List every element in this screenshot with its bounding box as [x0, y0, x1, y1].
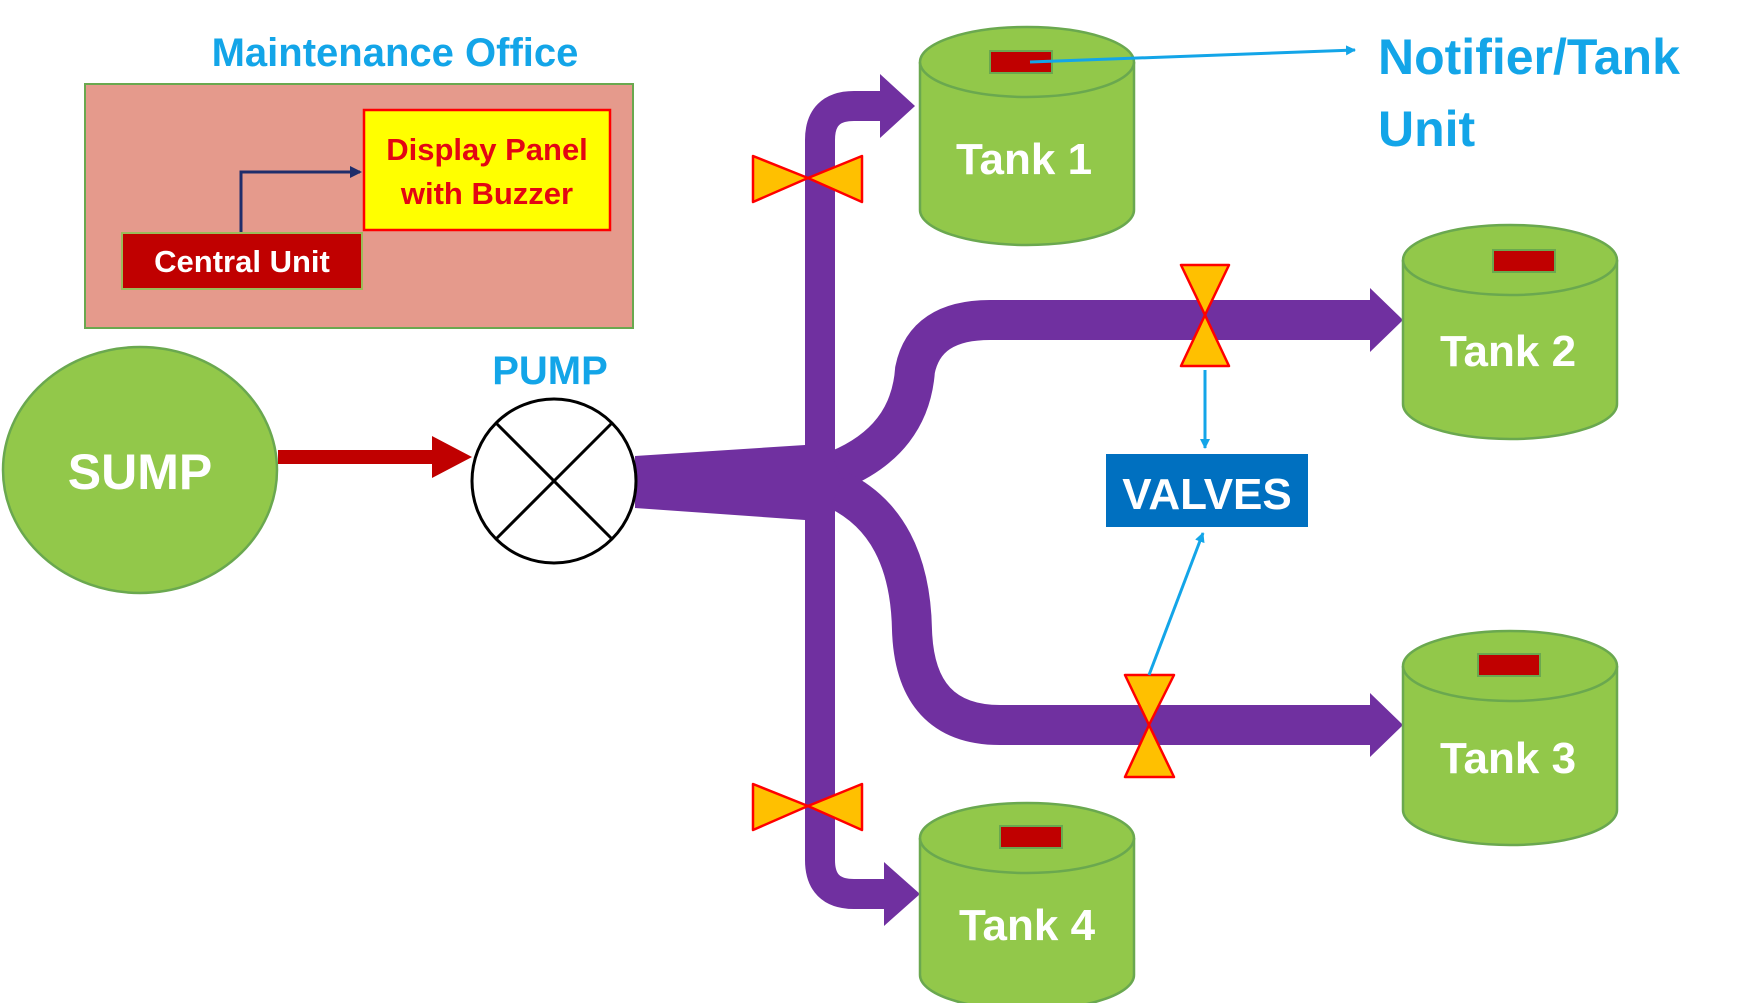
central-to-display-connector	[239, 166, 362, 233]
pipe-arrow-tank-1	[880, 74, 915, 138]
sump: SUMP	[1, 345, 279, 595]
tank-2-sensor	[1492, 249, 1556, 273]
notifier-connector	[1029, 45, 1356, 64]
valve-tank-2	[1179, 263, 1231, 368]
notifier-line1: Notifier/Tank	[1378, 29, 1680, 85]
notifier-callout: Notifier/Tank Unit	[1029, 29, 1680, 157]
display-panel-box	[362, 108, 612, 232]
tank-2: Tank 2	[1401, 223, 1619, 441]
display-panel-line2: with Buzzer	[400, 176, 573, 211]
pipe-network	[635, 74, 1403, 926]
tank-4-sensor	[999, 825, 1063, 849]
valve-tank-4	[751, 782, 864, 832]
tank-1: Tank 1	[918, 25, 1136, 247]
sump-shape	[1, 345, 279, 595]
valve-3-connector	[1147, 532, 1205, 676]
tank-4-label: Tank 4	[959, 901, 1096, 950]
maintenance-office-title: Maintenance Office	[212, 31, 579, 75]
pipe-to-tank-4	[805, 480, 890, 909]
tank-2-label: Tank 2	[1440, 327, 1576, 376]
tank-3-sensor	[1477, 653, 1541, 677]
valves	[751, 154, 1231, 832]
maintenance-office: Maintenance Office Display Panel with Bu…	[84, 31, 634, 329]
valves-box	[1106, 454, 1308, 527]
notifier-line2: Unit	[1378, 101, 1476, 157]
valves-label: VALVES	[1122, 470, 1292, 519]
sump-to-pump-arrow	[278, 436, 472, 478]
valves-callout: VALVES	[1106, 370, 1308, 676]
main-pipe	[635, 445, 858, 520]
display-panel-line1: Display Panel	[386, 132, 588, 167]
pump-label: PUMP	[492, 349, 608, 393]
pipe-to-tank-3	[828, 472, 1375, 745]
valve-tank-1	[751, 154, 864, 204]
central-unit-label: Central Unit	[154, 244, 330, 279]
pipe-to-tank-2	[829, 300, 1375, 489]
pipe-arrow-tank-3	[1370, 693, 1403, 757]
valve-tank-3	[1123, 673, 1176, 779]
sump-label: SUMP	[68, 444, 212, 500]
pipe-arrow-tank-4	[884, 862, 920, 926]
pipe-arrow-tank-2	[1370, 288, 1403, 352]
tank-3-label: Tank 3	[1440, 734, 1576, 783]
tank-3: Tank 3	[1401, 629, 1619, 847]
tank-4: Tank 4	[918, 801, 1136, 1003]
tank-1-label: Tank 1	[956, 135, 1092, 184]
pipe-to-tank-1	[805, 91, 885, 480]
pump: PUMP	[470, 349, 638, 565]
central-unit-box	[121, 232, 363, 290]
